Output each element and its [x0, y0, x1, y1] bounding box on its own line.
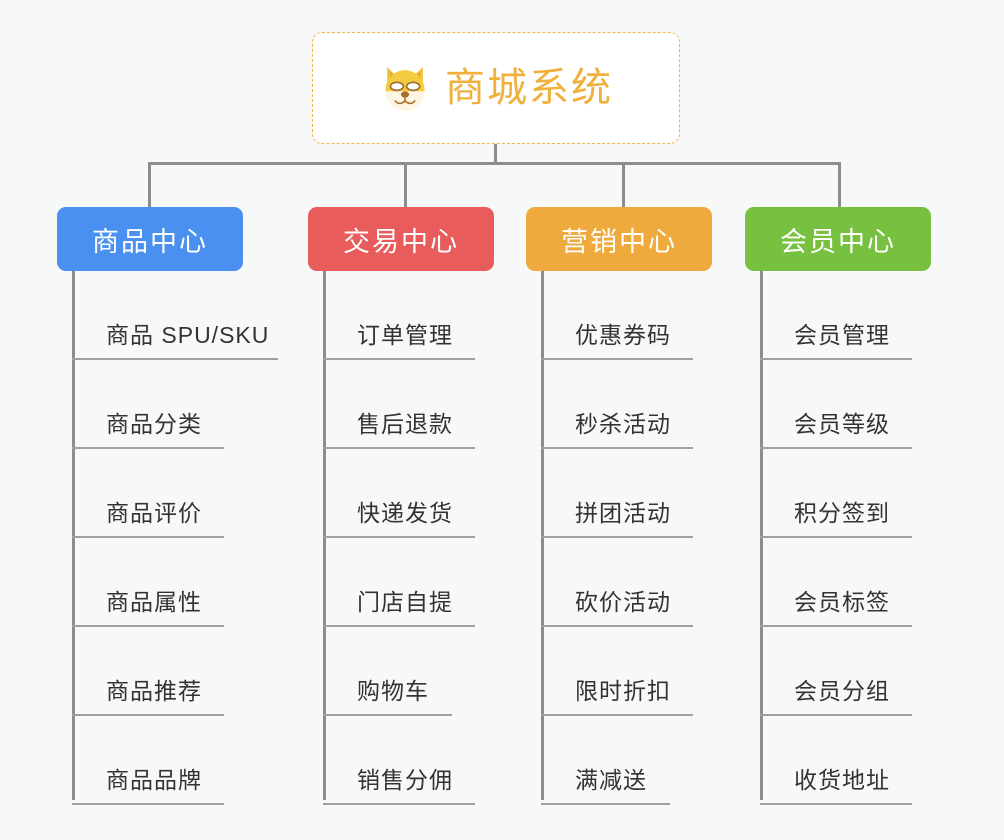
list-item-label: 会员标签 [794, 589, 890, 615]
list-item-label: 商品推荐 [106, 678, 202, 704]
list-item-label: 限时折扣 [575, 678, 671, 704]
column-spine [541, 271, 544, 800]
list-item-rule [72, 625, 224, 627]
list-item-rule [323, 714, 452, 716]
list-item-rule [541, 358, 693, 360]
list-item-rule [541, 714, 693, 716]
list-item-label: 商品分类 [106, 411, 202, 437]
list-item-rule [72, 447, 224, 449]
list-item-label: 收货地址 [794, 767, 890, 793]
list-item-label: 秒杀活动 [575, 411, 671, 437]
list-item-rule [760, 536, 912, 538]
list-item-label: 商品属性 [106, 589, 202, 615]
branch-card-label: 会员中心 [780, 226, 896, 257]
list-item-rule [323, 358, 475, 360]
connector-root-stem [494, 144, 497, 164]
list-item-rule [323, 447, 475, 449]
list-item-rule [323, 625, 475, 627]
list-item-label: 快递发货 [357, 500, 453, 526]
list-item-label: 订单管理 [357, 322, 453, 348]
list-item-label: 会员等级 [794, 411, 890, 437]
list-item-label: 商品评价 [106, 500, 202, 526]
list-item-rule [541, 625, 693, 627]
branch-card-trade-center[interactable]: 交易中心 [308, 207, 494, 271]
connector-horizontal-bus [148, 162, 840, 165]
column-spine [323, 271, 326, 800]
branch-card-marketing-center[interactable]: 营销中心 [526, 207, 712, 271]
list-item-label: 优惠券码 [575, 322, 671, 348]
list-item-label: 购物车 [357, 678, 429, 704]
list-item-rule [72, 358, 278, 360]
list-item-rule [541, 536, 693, 538]
column-spine [760, 271, 763, 800]
connector-drop-2 [404, 162, 407, 208]
list-item-rule [760, 803, 912, 805]
branch-card-product-center[interactable]: 商品中心 [57, 207, 243, 271]
list-item-rule [72, 714, 224, 716]
list-item-label: 会员管理 [794, 322, 890, 348]
list-item-rule [760, 714, 912, 716]
list-item-label: 拼团活动 [575, 500, 671, 526]
list-item-rule [72, 536, 224, 538]
list-item-label: 商品 SPU/SKU [106, 322, 270, 348]
list-item-rule [323, 536, 475, 538]
branch-card-label: 营销中心 [561, 226, 677, 257]
list-item-label: 门店自提 [357, 589, 453, 615]
shiba-dog-face-icon [379, 62, 431, 114]
connector-drop-4 [838, 162, 841, 208]
list-item-rule [323, 803, 475, 805]
list-item-rule [541, 447, 693, 449]
list-item-rule [760, 358, 912, 360]
list-item-rule [541, 803, 670, 805]
branch-card-label: 交易中心 [343, 226, 459, 257]
list-item-rule [760, 625, 912, 627]
list-item-rule [72, 803, 224, 805]
root-node-title: 商城系统 [445, 66, 613, 110]
branch-card-label: 商品中心 [92, 226, 208, 257]
column-spine [72, 271, 75, 800]
list-item-label: 售后退款 [357, 411, 453, 437]
list-item-label: 满减送 [575, 767, 647, 793]
list-item-label: 商品品牌 [106, 767, 202, 793]
list-item-label: 销售分佣 [357, 767, 453, 793]
list-item-label: 积分签到 [794, 500, 890, 526]
root-node-mall-system[interactable]: 商城系统 [312, 32, 680, 144]
list-item-label: 砍价活动 [575, 589, 671, 615]
list-item-rule [760, 447, 912, 449]
connector-drop-1 [148, 162, 151, 208]
list-item-label: 会员分组 [794, 678, 890, 704]
connector-drop-3 [622, 162, 625, 208]
branch-card-member-center[interactable]: 会员中心 [745, 207, 931, 271]
